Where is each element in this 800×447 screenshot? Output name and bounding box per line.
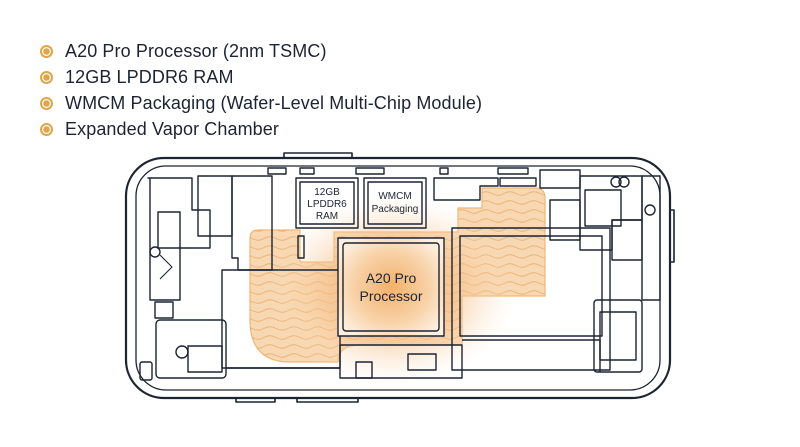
feature-label: WMCM Packaging (Wafer-Level Multi-Chip M… xyxy=(65,92,483,113)
processor-label-line1: A20 Pro xyxy=(366,270,417,286)
feature-item: WMCM Packaging (Wafer-Level Multi-Chip M… xyxy=(40,90,482,116)
bullet-icon xyxy=(40,96,53,110)
ram-label-line1: 12GB xyxy=(314,187,340,198)
internal-components xyxy=(139,167,661,381)
ram-chip: 12GB LPDDR6 RAM xyxy=(307,187,347,222)
feature-label: Expanded Vapor Chamber xyxy=(65,118,279,139)
processor-chip: A20 Pro Processor xyxy=(359,270,422,304)
wmcm-label-line2: Packaging xyxy=(372,204,419,215)
bullet-icon xyxy=(40,44,53,58)
processor-label-line2: Processor xyxy=(359,288,422,304)
feature-item: Expanded Vapor Chamber xyxy=(40,116,482,142)
wmcm-chip: WMCM Packaging xyxy=(372,191,419,215)
feature-list: A20 Pro Processor (2nm TSMC) 12GB LPDDR6… xyxy=(40,38,482,142)
ram-label-line2: LPDDR6 xyxy=(307,199,347,210)
bullet-icon xyxy=(40,70,53,84)
feature-item: A20 Pro Processor (2nm TSMC) xyxy=(40,38,482,64)
ram-label-line3: RAM xyxy=(316,211,338,222)
feature-label: 12GB LPDDR6 RAM xyxy=(65,66,234,87)
feature-item: 12GB LPDDR6 RAM xyxy=(40,64,482,90)
wmcm-label-line1: WMCM xyxy=(378,191,411,202)
bullet-icon xyxy=(40,122,53,136)
feature-label: A20 Pro Processor (2nm TSMC) xyxy=(65,40,327,61)
